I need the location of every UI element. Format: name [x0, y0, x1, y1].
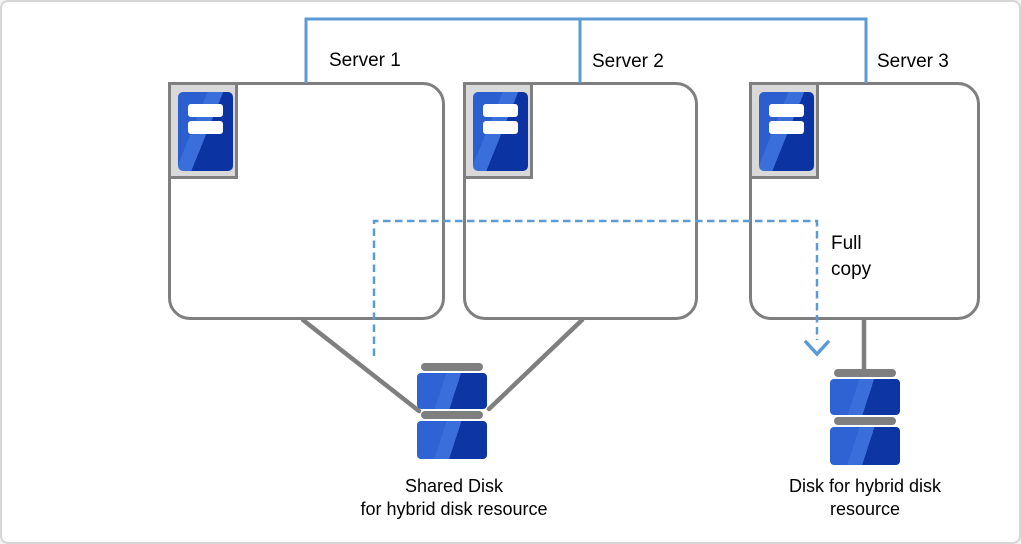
server-3-label: Server 3 [877, 51, 949, 72]
server-icon-slot [769, 104, 804, 117]
hybrid-disk-label: Disk for hybrid disk resource [789, 475, 941, 521]
disk-stack-icon [830, 369, 900, 467]
server-3-box [749, 82, 980, 320]
disk-platter [830, 427, 900, 465]
dashed-arrow-down-icon [804, 340, 830, 357]
disk-platter [417, 421, 487, 459]
server1-to-shared-disk-line [300, 317, 422, 414]
shared-disk-label-line2: for hybrid disk resource [360, 499, 548, 519]
server2-to-shared-disk-line [486, 317, 585, 412]
disk-platter [417, 373, 487, 409]
full-copy-label: Full copy [831, 231, 871, 283]
server-icon-body [178, 92, 233, 171]
server-1-box [168, 82, 445, 320]
shared-disk-label-line1: Shared Disk [404, 476, 504, 496]
server-icon-slot [188, 104, 223, 117]
hybrid-disk-label-line1: Disk for hybrid disk [788, 476, 942, 496]
server-icon-slot [483, 104, 518, 117]
disk-cap [834, 369, 896, 377]
full-copy-label-line1: Full [831, 233, 862, 254]
disk-platter [830, 379, 900, 415]
server-icon-slot [483, 121, 518, 134]
disk-cap [421, 411, 483, 419]
server-1-label: Server 1 [329, 50, 401, 71]
disk-cap [834, 417, 896, 425]
server-icon [749, 82, 819, 179]
disk-cap [421, 363, 483, 371]
server-icon [463, 82, 533, 179]
server-icon-body [473, 92, 528, 171]
full-copy-label-line2: copy [831, 259, 872, 280]
shared-disk-label: Shared Disk for hybrid disk resource [360, 475, 547, 521]
server-icon [168, 82, 238, 179]
server-icon-slot [769, 121, 804, 134]
server-icon-slot [188, 121, 223, 134]
disk-stack-icon [417, 363, 487, 461]
hybrid-disk-label-line2: resource [829, 499, 901, 519]
server-icon-body [759, 92, 814, 171]
server-2-label: Server 2 [592, 51, 664, 72]
server-2-box [463, 82, 698, 320]
